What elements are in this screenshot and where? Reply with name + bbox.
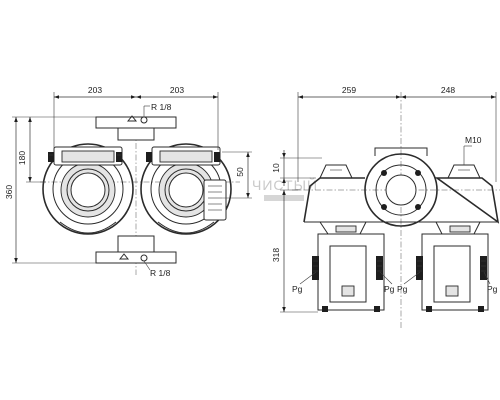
bottom-neck [117, 235, 155, 253]
top-arrow-marker [126, 115, 138, 122]
right-pump-head [140, 143, 232, 235]
inlet-flange-outer [364, 153, 438, 227]
left-pump-head [42, 143, 134, 235]
dim-right-width: 203 [170, 85, 184, 95]
dim-flange: 50 [235, 167, 245, 177]
right-vent-dome [447, 164, 481, 179]
left-motor [312, 233, 385, 312]
bottom-arrow-marker [118, 253, 130, 260]
thread-label-bottom: R 1/8 [150, 268, 171, 278]
left-vent-dome [319, 164, 353, 179]
dim-small-height: 10 [271, 163, 281, 173]
thread-label-top: R 1/8 [151, 102, 172, 112]
bottom-drain-plug [140, 254, 148, 262]
dim-motor-height: 318 [271, 248, 281, 262]
dim-left-width: 203 [88, 85, 102, 95]
front-view: 203 203 R 1/8 R 1/8 360 180 50 [4, 85, 252, 278]
pg-label-2: Pg [384, 284, 395, 294]
dim-left-depth: 259 [342, 85, 356, 95]
dim-upper-height: 180 [17, 151, 27, 165]
top-vent-plug [140, 116, 148, 124]
right-motor [416, 233, 489, 312]
top-neck [117, 127, 155, 141]
bolt-label: M10 [465, 135, 482, 145]
pg-label-3: Pg [397, 284, 408, 294]
top-flange [95, 116, 177, 129]
dim-total-height: 360 [4, 185, 14, 199]
side-view: Pg Pg Pg Pg M10 259 248 10 318 [271, 85, 500, 330]
dim-right-depth: 248 [441, 85, 455, 95]
pg-label-1: Pg [292, 284, 303, 294]
watermark: ЧИСТЫЙ [252, 176, 318, 193]
bottom-flange [95, 251, 177, 264]
pump-housing-body [303, 177, 500, 224]
pg-label-4: Pg [487, 284, 498, 294]
